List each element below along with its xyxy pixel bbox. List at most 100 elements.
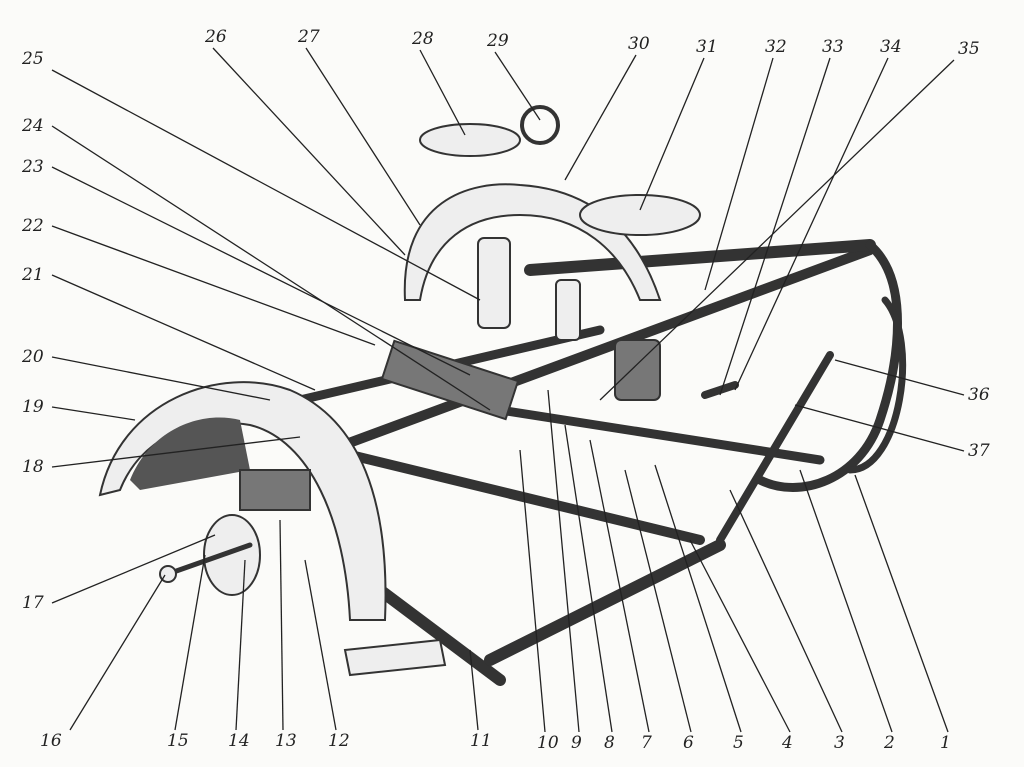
callout-label-3: 3 [834, 733, 845, 753]
callout-label-9: 9 [571, 733, 582, 753]
handle [701, 381, 739, 399]
leader-line-33 [719, 57, 831, 396]
callout-label-30: 30 [628, 34, 650, 54]
axle-tube [484, 539, 726, 666]
callout-label-20: 20 [21, 347, 44, 367]
shock-absorber [477, 237, 511, 329]
cross-tube-2 [495, 405, 825, 465]
callout-label-5: 5 [733, 733, 744, 753]
leader-line-37 [794, 404, 965, 452]
leader-line-21 [51, 274, 316, 391]
leader-line-17 [51, 534, 216, 604]
callout-label-32: 32 [765, 37, 787, 57]
brake-band [203, 514, 261, 596]
callout-label-17: 17 [22, 593, 44, 613]
leader-line-26 [212, 47, 406, 256]
leader-line-32 [704, 57, 774, 291]
leader-line-15 [174, 554, 206, 731]
frame-tube-lower [325, 445, 705, 545]
leader-line-7 [589, 439, 650, 733]
leader-line-14 [235, 559, 246, 731]
leader-line-35 [599, 59, 955, 401]
callout-label-23: 23 [21, 157, 44, 177]
callout-label-28: 28 [411, 29, 434, 49]
callout-label-21: 21 [21, 265, 44, 285]
callout-label-27: 27 [297, 27, 320, 47]
leaf-spring [380, 339, 520, 421]
callout-label-29: 29 [486, 31, 509, 51]
leader-line-23 [51, 166, 471, 376]
callout-label-2: 2 [883, 733, 895, 753]
callout-label-15: 15 [167, 731, 189, 751]
leaf-spring-2 [239, 469, 311, 511]
leader-line-30 [564, 54, 637, 181]
callout-label-12: 12 [328, 731, 350, 751]
callout-label-14: 14 [228, 731, 250, 751]
callout-labels: 1234567891011121314151617181920212223242… [21, 27, 990, 753]
callout-label-22: 22 [21, 216, 44, 236]
callout-label-7: 7 [641, 733, 652, 753]
footrest [343, 638, 447, 677]
leader-line-9 [547, 389, 580, 733]
callout-label-13: 13 [275, 731, 297, 751]
callout-label-8: 8 [604, 733, 615, 753]
leader-line-25 [51, 69, 481, 301]
leader-line-11 [469, 649, 479, 731]
callout-label-10: 10 [537, 733, 559, 753]
leader-line-3 [729, 489, 843, 733]
wheel-axle [162, 542, 253, 578]
callout-label-36: 36 [968, 385, 990, 405]
leader-line-19 [51, 406, 136, 421]
leader-lines [51, 47, 965, 733]
leader-line-1 [854, 474, 949, 733]
front-loop [755, 240, 902, 492]
rear-loop [846, 296, 906, 474]
callout-label-24: 24 [21, 116, 44, 136]
callout-label-4: 4 [781, 733, 793, 753]
mount-box [614, 339, 661, 401]
frame-tube-rear [325, 245, 875, 455]
callout-label-16: 16 [40, 731, 62, 751]
top-tube [524, 239, 876, 276]
leader-line-28 [419, 49, 466, 136]
callout-label-11: 11 [470, 731, 492, 751]
sidecar-seat [579, 194, 701, 236]
leader-line-2 [799, 469, 893, 733]
leader-line-22 [51, 225, 376, 346]
callout-label-26: 26 [204, 27, 227, 47]
callout-label-34: 34 [880, 37, 902, 57]
leader-line-8 [564, 424, 613, 733]
leader-line-12 [304, 559, 337, 731]
callout-label-33: 33 [822, 37, 844, 57]
leader-line-18 [51, 436, 301, 468]
leader-line-24 [51, 125, 491, 411]
callout-label-31: 31 [696, 37, 718, 57]
leader-line-10 [519, 449, 546, 733]
pillion-seat [419, 123, 521, 157]
frame-drawing [98, 105, 906, 686]
frame-tube-front [374, 584, 506, 686]
leader-line-6 [624, 469, 692, 733]
leader-line-13 [279, 519, 284, 731]
leader-line-34 [734, 57, 889, 391]
leader-line-16 [69, 574, 166, 731]
leader-line-4 [689, 539, 791, 733]
axle-nut [159, 565, 177, 583]
callout-label-18: 18 [22, 457, 44, 477]
callout-label-6: 6 [683, 733, 694, 753]
leader-line-27 [305, 47, 421, 226]
leader-line-29 [494, 51, 541, 121]
callout-label-37: 37 [968, 441, 990, 461]
leader-line-36 [834, 359, 965, 396]
callout-label-35: 35 [958, 39, 980, 59]
callout-label-19: 19 [22, 397, 44, 417]
callout-label-1: 1 [940, 733, 951, 753]
leader-line-5 [654, 464, 742, 733]
leader-line-31 [639, 57, 705, 211]
callout-label-25: 25 [21, 49, 44, 69]
leader-line-20 [51, 356, 271, 401]
grab-ring [520, 105, 560, 145]
fender-shading [130, 417, 250, 490]
